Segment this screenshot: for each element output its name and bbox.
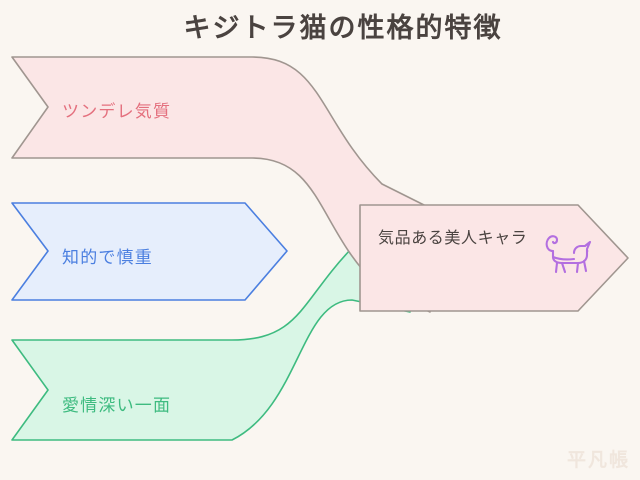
ribbon-chiteki-flow [11, 202, 288, 301]
ribbon-label-tsundere: ツンデレ気質 [62, 102, 172, 122]
ribbon-label-aijou: 愛情深い一面 [62, 396, 172, 416]
outcome-label: 気品ある美人キャラ [378, 228, 528, 247]
cat-icon [545, 235, 592, 274]
outcome-hexagon [359, 204, 629, 312]
ribbon-label-chiteki: 知的で慎重 [62, 248, 153, 268]
page-title: キジトラ猫の性格的特徴 [183, 13, 503, 44]
watermark: 平凡帳 [566, 449, 630, 471]
ribbon-aijou-flow [11, 207, 411, 441]
